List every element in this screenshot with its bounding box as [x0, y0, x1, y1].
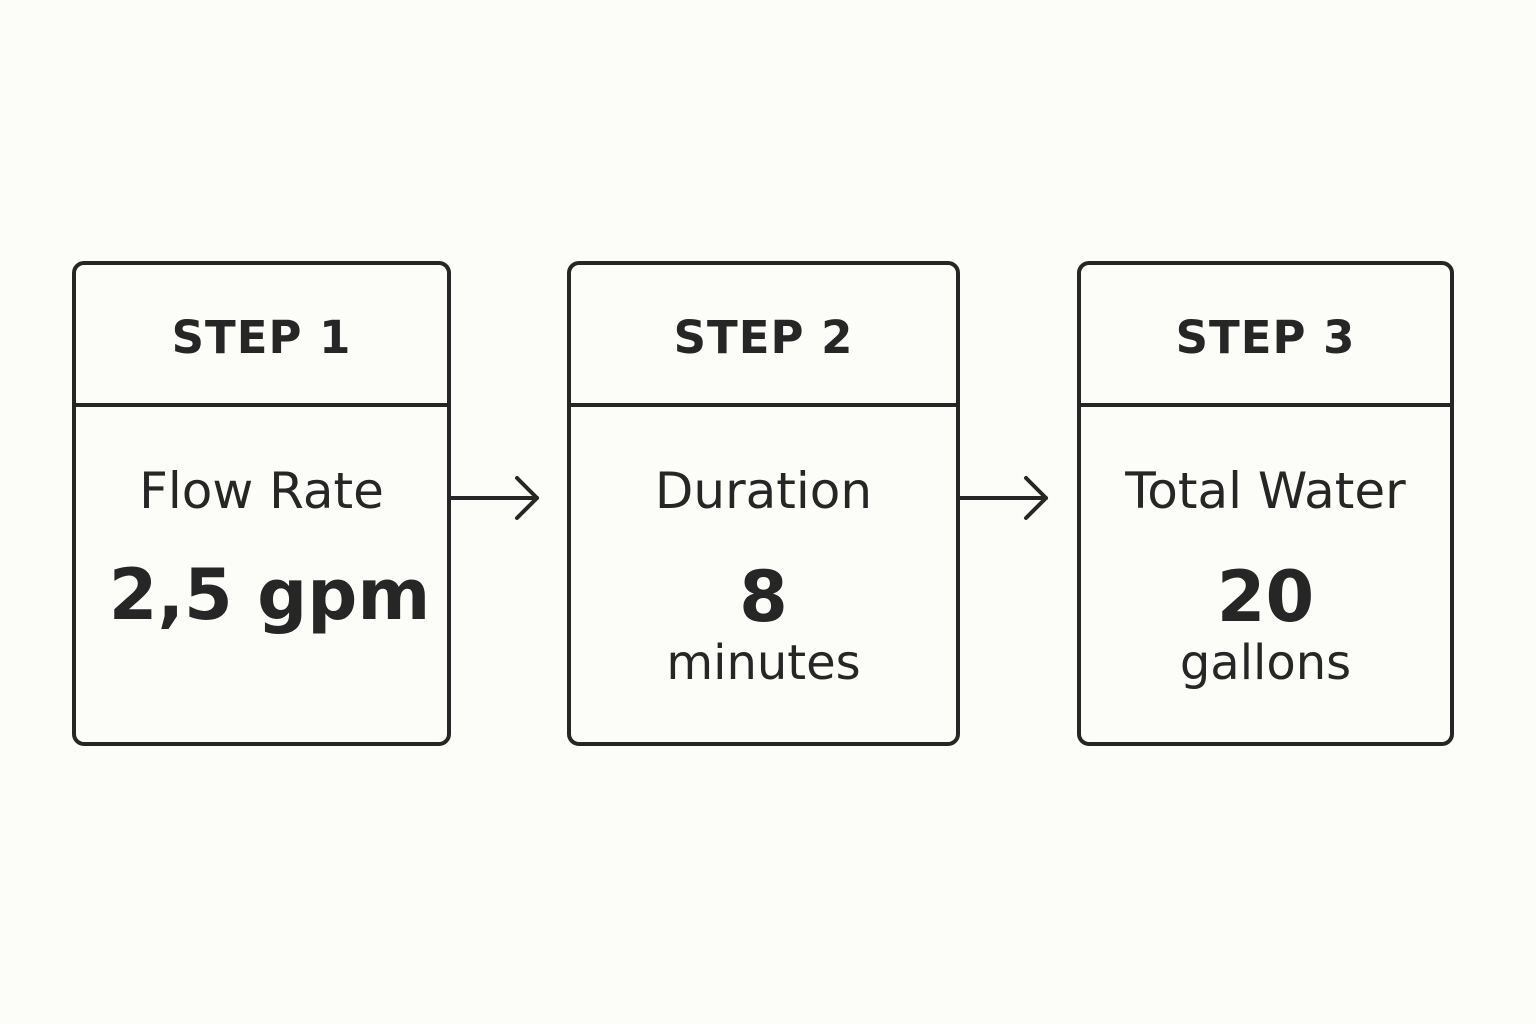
- step-3-header: STEP 3: [1081, 265, 1450, 407]
- step-2-value: 8: [739, 556, 788, 638]
- step-3-body: Total Water 20 gallons: [1081, 407, 1450, 738]
- step-1-body: Flow Rate 2,5 gpm: [76, 407, 447, 738]
- step-1-label: Flow Rate: [139, 462, 384, 520]
- step-1-box: STEP 1 Flow Rate 2,5 gpm: [72, 261, 451, 746]
- step-2-unit: minutes: [666, 635, 861, 691]
- step-2-label: Duration: [654, 462, 873, 520]
- step-2-box: STEP 2 Duration 8 minutes: [567, 261, 960, 746]
- arrow-right-icon: [451, 476, 539, 520]
- step-3-unit: gallons: [1179, 635, 1352, 691]
- arrow-right-icon: [960, 476, 1048, 520]
- step-2-body: Duration 8 minutes: [571, 407, 956, 738]
- step-3-value: 20: [1216, 556, 1315, 638]
- step-1-value: 2,5 gpm: [108, 554, 431, 636]
- step-1-header: STEP 1: [76, 265, 447, 407]
- step-3-box: STEP 3 Total Water 20 gallons: [1077, 261, 1454, 746]
- step-3-label: Total Water: [1125, 462, 1406, 520]
- step-2-header: STEP 2: [571, 265, 956, 407]
